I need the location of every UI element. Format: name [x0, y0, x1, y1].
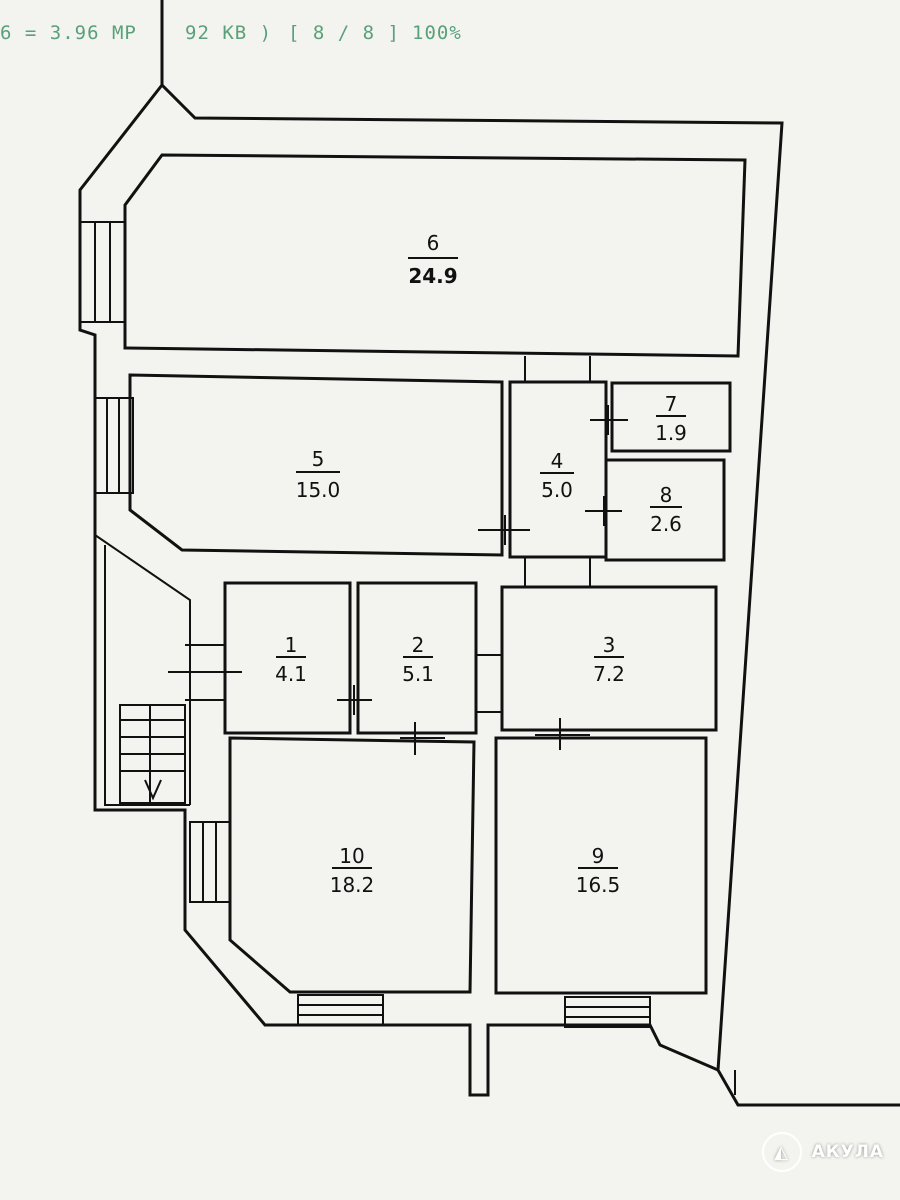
image-filesize: 92 KB )	[185, 22, 273, 44]
room-10-outline	[228, 736, 476, 994]
room-8-outline	[604, 458, 726, 562]
zoom-level: 100%	[412, 22, 462, 44]
room-2-number: 2	[412, 633, 425, 657]
room-8-area: 2.6	[650, 512, 682, 536]
room-7-number: 7	[665, 392, 678, 416]
image-counter: [ 8 / 8 ]	[288, 22, 400, 44]
room-6-area: 24.9	[408, 264, 457, 288]
room-6-label: 6 24.9	[408, 231, 458, 288]
room-4-area: 5.0	[541, 478, 573, 502]
staircase	[94, 534, 191, 806]
room-1-number: 1	[285, 633, 298, 657]
room-9-outline	[494, 736, 708, 995]
room-3-number: 3	[603, 633, 616, 657]
window-bottom-left	[297, 994, 384, 1026]
window-left-lower	[189, 821, 231, 903]
room-9-label: 9 16.5	[576, 844, 621, 897]
room-7-outline	[610, 381, 732, 453]
room-10-number: 10	[339, 844, 364, 868]
watermark: ◭ АКУЛА	[761, 1132, 884, 1172]
viewer-status-bar: 6 = 3.96 MP 92 KB ) [ 8 / 8 ] 100%	[0, 22, 900, 54]
room-1-area: 4.1	[275, 662, 307, 686]
room-1-label: 1 4.1	[275, 633, 307, 686]
room-1-outline	[223, 581, 352, 735]
room-8-label: 8 2.6	[650, 483, 682, 536]
room-6-outline	[123, 153, 747, 358]
room-5-label: 5 15.0	[296, 447, 341, 502]
room-10-label: 10 18.2	[330, 844, 375, 897]
window-left-middle	[94, 397, 134, 494]
room-2-area: 5.1	[402, 662, 434, 686]
room-3-outline	[500, 585, 718, 732]
shark-icon: ◭	[761, 1132, 802, 1172]
watermark-text: АКУЛА	[811, 1142, 884, 1162]
room-4-number: 4	[551, 449, 564, 473]
room-10-area: 18.2	[330, 873, 375, 897]
room-7-label: 7 1.9	[655, 392, 687, 445]
corridor-lines	[185, 356, 591, 713]
room-8-number: 8	[660, 483, 673, 507]
room-9-area: 16.5	[576, 873, 621, 897]
building-outline	[78, 0, 900, 1107]
room-5-area: 15.0	[296, 478, 341, 502]
room-3-label: 3 7.2	[593, 633, 625, 686]
door-marks	[168, 405, 628, 755]
room-2-label: 2 5.1	[402, 633, 434, 686]
image-resolution: 6 = 3.96 MP	[0, 22, 137, 44]
room-3-area: 7.2	[593, 662, 625, 686]
room-2-outline	[356, 581, 478, 735]
room-9-number: 9	[592, 844, 605, 868]
window-left-upper	[79, 221, 126, 323]
room-4-label: 4 5.0	[540, 449, 574, 502]
room-7-area: 1.9	[655, 421, 687, 445]
room-6-number: 6	[427, 231, 440, 255]
window-bottom-right	[564, 996, 651, 1028]
room-5-number: 5	[312, 447, 325, 471]
room-5-outline	[128, 373, 504, 557]
